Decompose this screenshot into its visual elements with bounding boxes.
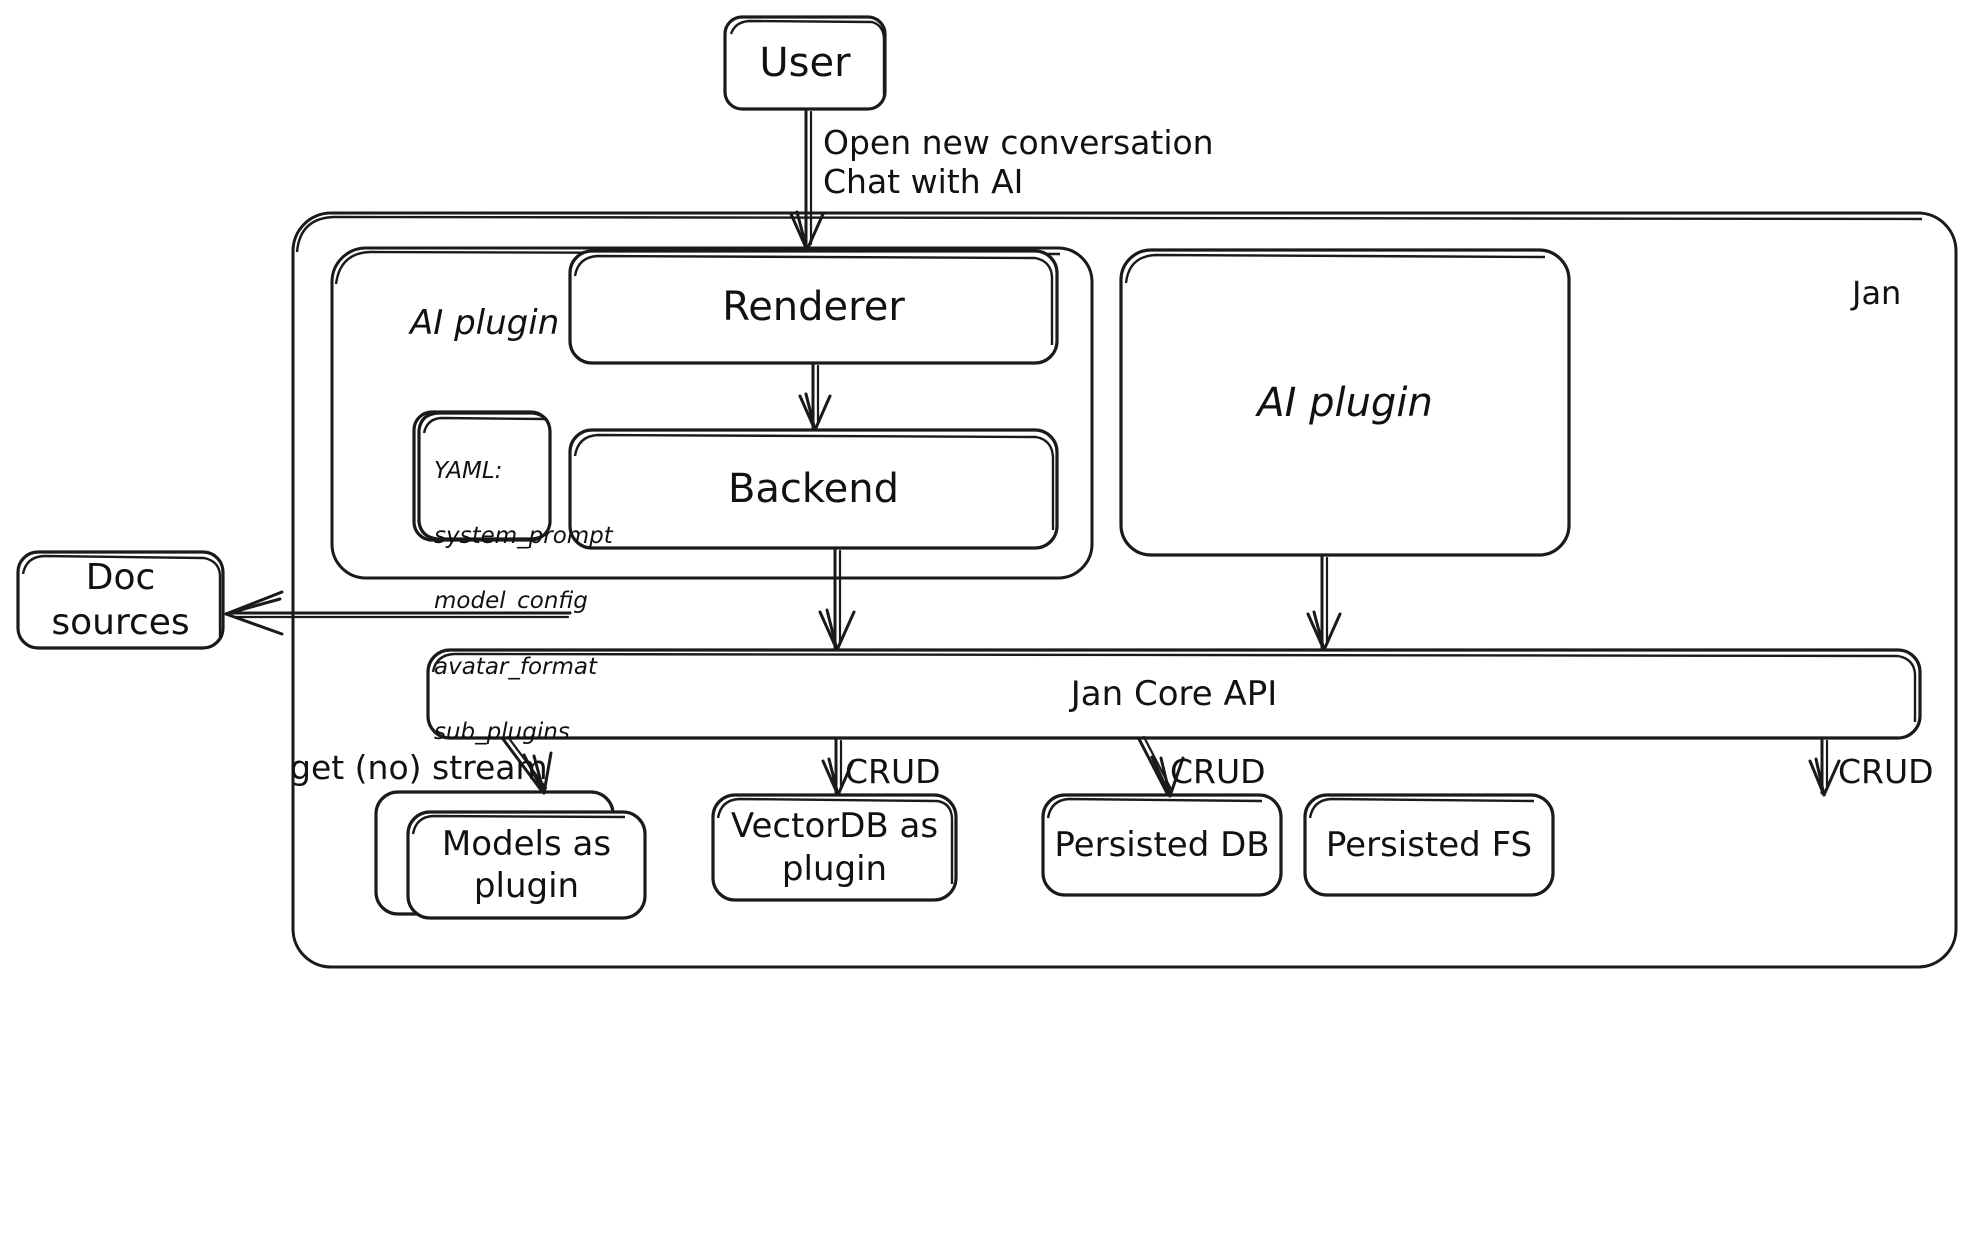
node-vectordb-plugin-label[interactable]: VectorDB as plugin <box>730 806 939 889</box>
yaml-key-sub-plugins: sub_plugins <box>434 718 570 745</box>
edge-label-core-to-vectordb: CRUD <box>845 752 941 791</box>
container-jan-label: Jan <box>1852 274 1902 312</box>
yaml-card-content: YAML: system_prompt model_config avatar_… <box>434 422 664 745</box>
edge-label-user-to-renderer: Open new conversation Chat with AI <box>823 123 1214 201</box>
node-user-label[interactable]: User <box>759 40 851 86</box>
node-doc-sources-label[interactable]: Doc sources <box>51 557 190 643</box>
edge-backend-to-core <box>818 547 856 652</box>
yaml-key-avatar-format: avatar_format <box>434 653 598 680</box>
edge-core-to-persisted-fs <box>1808 737 1841 797</box>
edge-label-core-to-models: get (no) stream <box>290 748 548 787</box>
yaml-key-model-config: model_config <box>434 588 588 615</box>
container-ai-plugin-group-label: AI plugin <box>410 303 560 343</box>
node-ai-plugin-label[interactable]: AI plugin <box>1257 379 1433 426</box>
yaml-key-system-prompt: system_prompt <box>434 522 613 549</box>
yaml-heading: YAML: <box>434 457 503 484</box>
edge-label-core-to-persisted-db: CRUD <box>1170 752 1266 791</box>
edge-ai-plugin-to-core <box>1306 554 1342 652</box>
edge-renderer-to-backend <box>798 362 832 432</box>
node-models-plugin-label[interactable]: Models as plugin <box>441 823 612 907</box>
node-persisted-db-label[interactable]: Persisted DB <box>1054 824 1270 865</box>
edge-user-to-renderer <box>789 108 825 252</box>
node-persisted-fs-label[interactable]: Persisted FS <box>1325 824 1533 865</box>
node-backend-label[interactable]: Backend <box>727 466 900 512</box>
node-jan-core-api-label[interactable]: Jan Core API <box>1070 673 1278 714</box>
node-renderer-label[interactable]: Renderer <box>722 284 905 330</box>
edge-label-core-to-persisted-fs: CRUD <box>1838 752 1934 791</box>
